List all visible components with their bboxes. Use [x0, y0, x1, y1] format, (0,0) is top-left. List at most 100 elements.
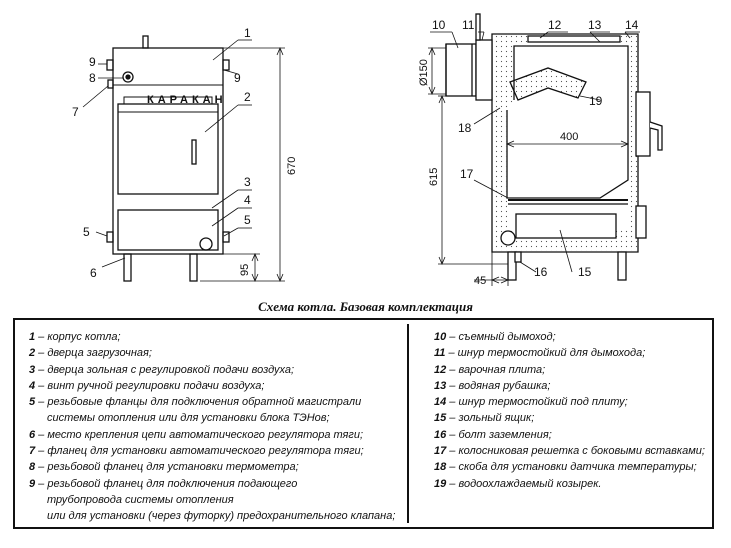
front-top-pipe — [142, 35, 149, 49]
side-callout-12: 12 — [548, 18, 562, 32]
legend-item: 2 – дверца загрузочная; — [29, 345, 401, 361]
legend-item-number: 11 — [434, 347, 446, 360]
legend-item-text: или для установки (через футорку) предох… — [47, 510, 396, 523]
legend-item-text: – скоба для установки датчика температур… — [446, 461, 697, 474]
side-height-dim: 615 — [428, 168, 440, 186]
legend-item: 15 – зольный ящик; — [434, 410, 712, 426]
legend-right-column: 10 – съемный дымоход; 11 – шнур термостой… — [434, 329, 712, 492]
legend-item-number: 6 — [29, 428, 36, 441]
legend-item-text: – дверца загрузочная; — [35, 347, 152, 360]
bottom-flange — [500, 230, 516, 246]
side-pipe-dim: Ø150 — [418, 59, 430, 86]
legend-item-text: трубопровода системы отопления — [47, 493, 234, 506]
legend-item: 3 – дверца зольная с регулировкой подачи… — [29, 362, 401, 378]
side-callout-14: 14 — [625, 18, 639, 32]
flange-left-top — [106, 59, 114, 71]
ash-box — [515, 213, 617, 239]
flange-left-bottom — [106, 231, 114, 243]
front-callout-5-left: 5 — [83, 225, 90, 239]
legend-table: 1 – корпус котла;2 – дверца загрузочная;… — [13, 318, 714, 529]
front-body — [112, 47, 224, 255]
legend-item: 12 – варочная плита; — [434, 362, 712, 378]
legend-item-text: – резьбовые фланцы для подключения обрат… — [35, 396, 362, 409]
legend-item: 6 – место крепления цепи автоматического… — [29, 427, 401, 443]
side-callout-11: 11 — [462, 18, 475, 32]
water-jacket — [493, 35, 637, 251]
front-callout-6: 6 — [90, 266, 97, 280]
legend-item-number: 7 — [29, 445, 36, 458]
legend-item-number: 8 — [29, 461, 36, 474]
front-view — [106, 35, 230, 282]
side-outer-shell — [491, 33, 639, 253]
side-callout-18: 18 — [458, 121, 472, 135]
front-callout-5-right: 5 — [244, 213, 251, 227]
diagram-caption: Схема котла. Базовая комплектация — [258, 299, 473, 314]
side-leg-left — [507, 251, 517, 281]
legend-item-text: – колосниковая решетка с боковыми вставк… — [446, 445, 705, 458]
legend-item: 16 – болт заземления; — [434, 427, 712, 443]
legend-item-text: – шнур термостойкий под плиту; — [446, 396, 628, 409]
side-width-dim: 400 — [560, 131, 578, 143]
loading-door — [117, 103, 219, 195]
chimney-cord — [475, 39, 493, 101]
legend-item: трубопровода системы отопления — [29, 492, 401, 508]
legend-item-number: 19 — [434, 477, 447, 490]
front-callout-8: 8 — [89, 71, 96, 85]
front-callout-4: 4 — [244, 193, 251, 207]
legend-item-number: 17 — [434, 445, 447, 458]
legend-item-text: – винт ручной регулировки подачи воздуха… — [35, 379, 265, 392]
side-callout-10: 10 — [432, 18, 446, 32]
legend-item-text: – варочная плита; — [446, 363, 546, 376]
legend-item-text: – водяная рубашка; — [446, 379, 551, 392]
legend-item: 17 – колосниковая решетка с боковыми вст… — [434, 443, 712, 459]
ground-bolt — [514, 251, 522, 263]
leg-left — [123, 253, 132, 282]
cooking-plate — [527, 35, 621, 43]
legend-item: 13 – водяная рубашка; — [434, 378, 712, 394]
cooled-visor — [509, 67, 587, 101]
front-height-dim: 670 — [286, 157, 298, 175]
legend-item-text: – дверца зольная с регулировкой подачи в… — [35, 363, 295, 376]
side-leg-right — [617, 251, 627, 281]
side-inner-firebox — [506, 45, 629, 199]
side-door — [635, 91, 651, 157]
loading-door-handle — [191, 139, 197, 165]
ash-door — [117, 209, 219, 251]
legend-item-number: 1 — [29, 331, 36, 343]
legend-item-text: – корпус котла; — [35, 331, 121, 343]
side-offset-dim: 45 — [474, 275, 486, 287]
side-callout-19: 19 — [589, 94, 603, 108]
legend-item-text: – болт заземления; — [446, 428, 552, 441]
legend-item: 18 – скоба для установки датчика темпера… — [434, 459, 712, 475]
legend-item: 10 – съемный дымоход; — [434, 329, 712, 345]
front-leg-dim: 95 — [239, 264, 251, 276]
front-callout-9-right: 9 — [234, 71, 241, 85]
air-screw — [199, 237, 213, 251]
legend-item-number: 15 — [434, 412, 447, 425]
draft-regulator-flange — [107, 79, 114, 89]
side-view — [445, 13, 663, 281]
legend-item: 1 – корпус котла; — [29, 329, 401, 345]
legend-left-column: 1 – корпус котла;2 – дверца загрузочная;… — [29, 329, 401, 525]
legend-item: 9 – резьбовой фланец для подключения под… — [29, 476, 401, 492]
legend-item-text: – фланец для установки автоматического р… — [35, 445, 364, 458]
legend-item: 14 – шнур термостойкий под плиту; — [434, 394, 712, 410]
legend-item-text: – шнур термостойкий для дымохода; — [445, 347, 646, 360]
legend-item: 19 – водоохлаждаемый козырек. — [434, 476, 712, 492]
front-callout-2: 2 — [244, 90, 251, 104]
legend-item-text: – место крепления цепи автоматического р… — [35, 428, 364, 441]
front-callout-7: 7 — [72, 105, 79, 119]
legend-item-number: 4 — [29, 379, 36, 392]
legend-item-number: 12 — [434, 363, 447, 376]
legend-item: 7 – фланец для установки автоматического… — [29, 443, 401, 459]
legend-item: 5 – резьбовые фланцы для подключения обр… — [29, 394, 401, 410]
legend-item-text: – зольный ящик; — [446, 412, 535, 425]
front-callout-9-left: 9 — [89, 55, 96, 69]
legend-item-number: 18 — [434, 461, 447, 474]
legend-item-number: 16 — [434, 428, 447, 441]
legend-item: 4 – винт ручной регулировки подачи возду… — [29, 378, 401, 394]
front-brand-label: КАРАКАН — [147, 94, 227, 106]
legend-item-text: – водоохлаждаемый козырек. — [446, 477, 602, 490]
legend-item-number: 3 — [29, 363, 36, 376]
legend-item-number: 2 — [29, 347, 36, 360]
